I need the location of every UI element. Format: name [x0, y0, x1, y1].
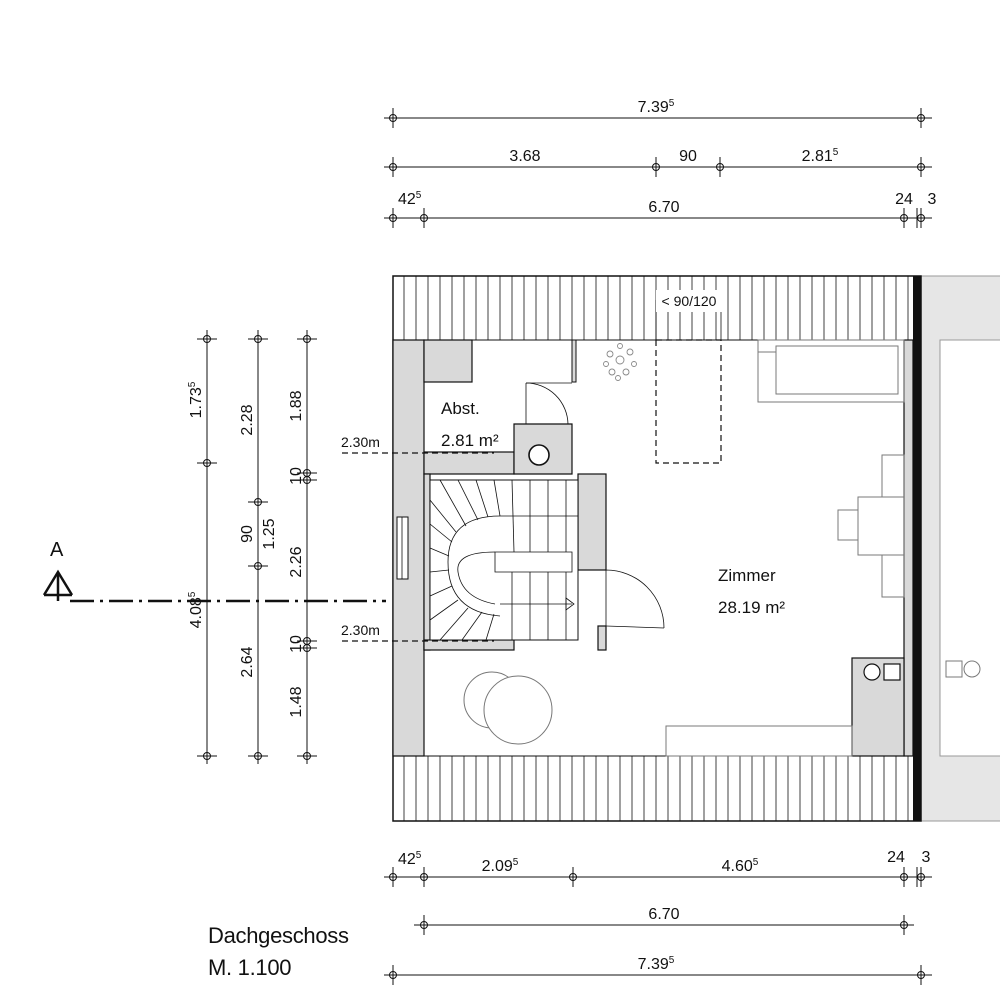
room-area-abst: 2.81 m²: [441, 431, 499, 450]
plant-symbol: [603, 343, 637, 381]
staircase: [429, 479, 579, 641]
top-right-a: 24: [895, 191, 913, 208]
left-col3-b: 10: [288, 635, 305, 653]
section-letter: A: [50, 539, 64, 561]
left-col2-bottom: 2.64: [239, 646, 256, 677]
left-col3-top: 1.88: [288, 390, 305, 421]
left-dimensions: 1.735 4.085 2.28 90 1.25 2.64 1.88 10 2.…: [187, 330, 317, 764]
bottom-segment-b: 4.605: [722, 857, 759, 875]
left-col2-top: 2.28: [239, 404, 256, 435]
window-label: < 90/120: [662, 293, 717, 309]
room-name-abst: Abst.: [441, 399, 480, 418]
left-col1-total: 4.085: [187, 591, 205, 628]
drawing-title: Dachgeschoss: [208, 923, 349, 948]
top-right-b: 3: [928, 191, 937, 208]
height-line-label-1: 2.30m: [341, 434, 380, 450]
top-inner-dimension: 6.70: [648, 199, 679, 216]
left-col1-top: 1.735: [187, 381, 205, 418]
drawing-scale: M. 1.100: [208, 955, 292, 980]
top-left-offset: 425: [398, 190, 422, 208]
left-col3-a: 10: [288, 467, 305, 485]
roof-hatch-bottom: [403, 756, 909, 821]
room-area-zimmer: 28.19 m²: [718, 598, 785, 617]
bottom-left-offset: 425: [398, 850, 422, 868]
bottom-right-a: 24: [887, 849, 905, 866]
bottom-segment-a: 2.095: [482, 857, 519, 875]
round-table: [463, 671, 553, 745]
top-segment-c: 2.815: [802, 147, 839, 165]
bottom-inner-dimension: 6.70: [648, 906, 679, 923]
height-lines: 2.30m 2.30m: [341, 434, 494, 642]
bottom-overall-dimension: 7.395: [638, 955, 675, 973]
bottom-right-b: 3: [922, 849, 931, 866]
bed: [757, 339, 905, 403]
building: 2.30m 2.30m Abst. 2.81 m² Zimmer 28.19 m…: [341, 275, 1000, 822]
left-col2-mid: 90: [239, 525, 256, 543]
top-segment-b: 90: [679, 148, 697, 165]
left-col2-mid2: 1.25: [261, 518, 278, 549]
top-segment-a: 3.68: [509, 148, 540, 165]
left-col3-mid: 2.26: [288, 546, 305, 577]
top-overall-dimension: 7.395: [638, 98, 675, 116]
bottom-dimensions: 425 2.095 4.605 24 3 6.70 7.395: [384, 849, 932, 985]
top-dimensions: 7.395 3.68 90 2.815 425 6.70 24 3: [384, 98, 937, 228]
room-name-zimmer: Zimmer: [718, 566, 776, 585]
kitchenette: [851, 657, 905, 757]
section-marker-a: A: [42, 539, 386, 603]
left-col3-bottom: 1.48: [288, 686, 305, 717]
desk: [837, 454, 905, 598]
height-line-label-2: 2.30m: [341, 622, 380, 638]
